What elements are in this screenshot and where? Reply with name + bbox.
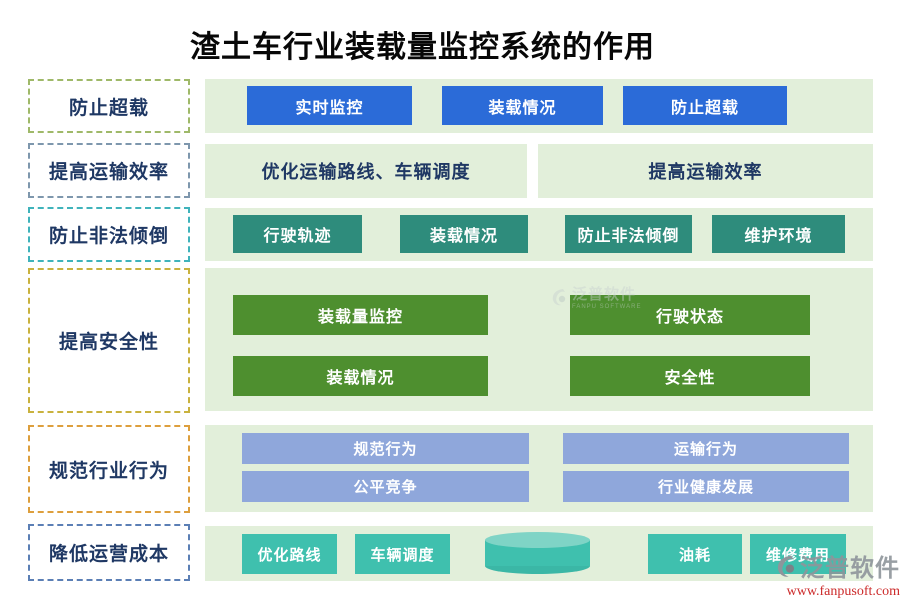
chip-healthy-industry-development: 行业健康发展 [563,471,849,502]
chip-optimize-route: 优化路线 [242,534,337,574]
block-improve-transport-efficiency: 提高运输效率 [538,144,873,198]
benefit-label-improve-efficiency: 提高运输效率 [28,143,190,198]
benefit-label-improve-safety: 提高安全性 [28,268,190,413]
chip-driving-state: 行驶状态 [570,295,810,335]
chip-protect-environment: 维护环境 [712,215,845,253]
chip-vehicle-scheduling: 车辆调度 [355,534,450,574]
database-cylinder-icon [485,532,590,574]
chip-fair-competition: 公平竞争 [242,471,529,502]
chip-load-monitoring: 装载量监控 [233,295,488,335]
chip-fuel-cost: 油耗 [648,534,742,574]
group-prevent-overload: 实时监控 装载情况 防止超载 [205,79,873,133]
chip-loading-status: 装载情况 [400,215,528,253]
benefit-label-reduce-cost: 降低运营成本 [28,524,190,581]
chip-prevent-illegal-dumping: 防止非法倾倒 [565,215,692,253]
chip-transport-behavior: 运输行为 [563,433,849,464]
chip-maintenance-cost: 维修费用 [750,534,846,574]
block-label: 提高运输效率 [648,162,763,182]
group-reduce-cost: 优化路线 车辆调度 油耗 维修费用 [205,526,873,581]
chip-realtime-monitoring: 实时监控 [247,86,412,125]
chip-prevent-overload: 防止超载 [623,86,787,125]
watermark-url: www.fanpusoft.com [786,584,900,599]
chip-driving-track: 行驶轨迹 [233,215,362,253]
page-title: 渣土车行业装载量监控系统的作用 [190,31,655,64]
block-label: 优化运输路线、车辆调度 [261,162,471,182]
chip-regulate-behavior: 规范行为 [242,433,529,464]
benefit-label-prevent-illegal-dumping: 防止非法倾倒 [28,207,190,262]
block-optimize-routes-scheduling: 优化运输路线、车辆调度 [205,144,527,198]
chip-safety: 安全性 [570,356,810,396]
benefit-label-regulate-industry: 规范行业行为 [28,425,190,513]
chip-loading-status: 装载情况 [233,356,488,396]
group-improve-safety: 装载量监控 行驶状态 装载情况 安全性 [205,268,873,411]
group-regulate-industry: 规范行为 运输行为 公平竞争 行业健康发展 [205,425,873,512]
benefit-label-prevent-overload: 防止超载 [28,79,190,133]
group-prevent-illegal-dumping: 行驶轨迹 装载情况 防止非法倾倒 维护环境 [205,208,873,261]
chip-loading-status: 装载情况 [442,86,603,125]
